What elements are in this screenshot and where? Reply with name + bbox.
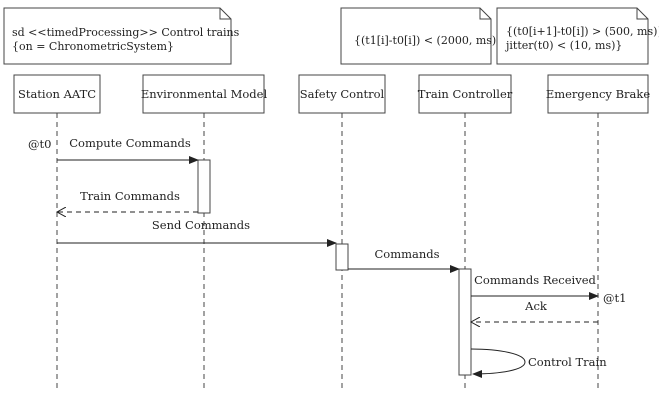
message-commands: Commands [348, 247, 460, 273]
lifeline-label: Emergency Brake [546, 87, 651, 101]
note-constraint-jitter: {(t0[i+1]-t0[i]) > (500, ms)} jitter(t0)… [496, 7, 659, 65]
activation-train-controller [458, 268, 472, 376]
lifeline-label: Safety Control [300, 87, 385, 101]
message-commands-received: Commands Received [471, 273, 599, 300]
message-label: Compute Commands [69, 136, 191, 150]
note-line: {(t0[i+1]-t0[i]) > (500, ms)} [506, 25, 659, 38]
lifeline-emergency-brake: Emergency Brake [546, 74, 651, 392]
time-mark-t0: @t0 [28, 137, 51, 151]
message-send-commands: Send Commands [57, 218, 337, 247]
time-mark-t1: @t1 [603, 291, 626, 305]
note-line: jitter(t0) < (10, ms)} [504, 39, 622, 52]
message-control-train-self: Control Train [470, 348, 607, 378]
lifeline-train-controller: Train Controller [418, 74, 513, 392]
lifeline-label: Train Controller [418, 87, 513, 101]
note-sd-title: sd <<timedProcessing>> Control trains {o… [3, 7, 240, 65]
message-label: Send Commands [152, 218, 250, 232]
message-label: Train Commands [80, 189, 180, 203]
lifeline-label: Environmental Model [141, 87, 268, 101]
activation-safety-control [335, 243, 349, 271]
note-line: {on = ChronometricSystem} [12, 40, 174, 53]
note-line: {(t1[i]-t0[i]) < (2000, ms)} [354, 34, 503, 47]
activation-environmental-model [197, 159, 211, 214]
message-ack: Ack [471, 299, 598, 322]
message-label: Commands [374, 247, 439, 261]
lifeline-safety-control: Safety Control [298, 74, 386, 392]
message-compute-commands: Compute Commands [57, 136, 199, 164]
lifeline-station-aatc: Station AATC [13, 74, 101, 392]
lifeline-environmental-model: Environmental Model [141, 74, 268, 392]
message-label: Commands Received [474, 273, 596, 287]
note-constraint-t1: {(t1[i]-t0[i]) < (2000, ms)} [340, 7, 503, 65]
note-line: sd <<timedProcessing>> Control trains [12, 26, 240, 39]
message-label: Control Train [528, 355, 607, 369]
lifeline-label: Station AATC [18, 87, 96, 101]
message-label: Ack [524, 299, 548, 313]
message-train-commands: Train Commands [57, 189, 198, 212]
